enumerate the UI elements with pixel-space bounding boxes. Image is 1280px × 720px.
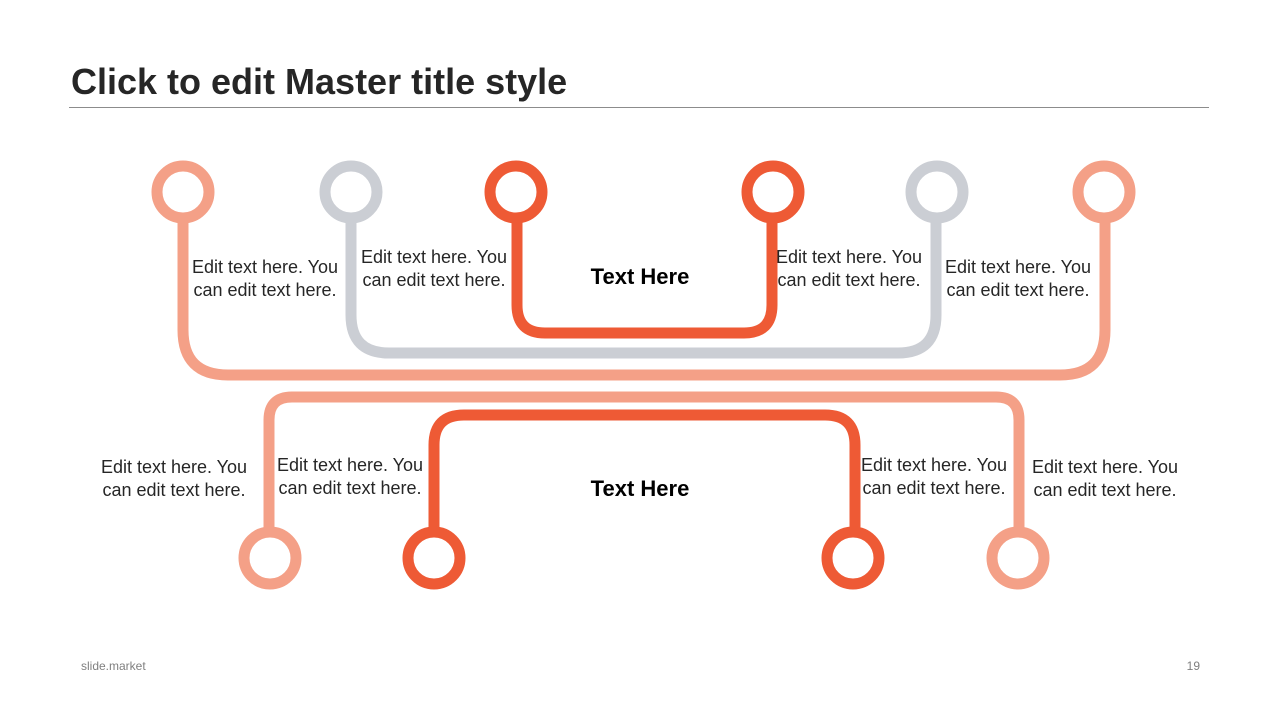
node-circle-bottom-1	[238, 526, 302, 590]
connector-outer-top	[177, 216, 1111, 381]
connector-outer-bottom	[263, 391, 1025, 534]
page-number: 19	[1186, 659, 1200, 673]
center-label-bottom[interactable]: Text Here	[590, 476, 690, 501]
node-circle-top-4	[741, 160, 805, 224]
node-circle-top-3	[484, 160, 548, 224]
footer-brand: slide.market	[81, 659, 146, 673]
text-block-top-2[interactable]: Edit text here. You can edit text here.	[360, 247, 508, 290]
text-block-top-3[interactable]: Edit text here. You can edit text here.	[775, 247, 923, 290]
connector-inner-bottom	[428, 409, 861, 534]
text-block-bottom-4[interactable]: Edit text here. You can edit text here.	[1031, 457, 1179, 500]
slide-title[interactable]: Click to edit Master title style	[71, 61, 568, 102]
text-block-bottom-1[interactable]: Edit text here. You can edit text here.	[100, 457, 248, 500]
text-block-top-1[interactable]: Edit text here. You can edit text here.	[191, 257, 339, 300]
node-circle-top-6	[1072, 160, 1136, 224]
connector-inner-top	[511, 216, 778, 339]
node-circle-bottom-2	[402, 526, 466, 590]
title-underline	[69, 107, 1209, 108]
text-block-bottom-2[interactable]: Edit text here. You can edit text here.	[276, 455, 424, 498]
text-block-top-4[interactable]: Edit text here. You can edit text here.	[944, 257, 1092, 300]
connector-middle-top	[345, 216, 942, 359]
text-block-bottom-3[interactable]: Edit text here. You can edit text here.	[860, 455, 1008, 498]
node-circle-top-2	[319, 160, 383, 224]
center-label-top[interactable]: Text Here	[590, 264, 690, 289]
node-circle-top-5	[905, 160, 969, 224]
node-circle-bottom-3	[821, 526, 885, 590]
node-circle-top-1	[151, 160, 215, 224]
node-circle-bottom-4	[986, 526, 1050, 590]
